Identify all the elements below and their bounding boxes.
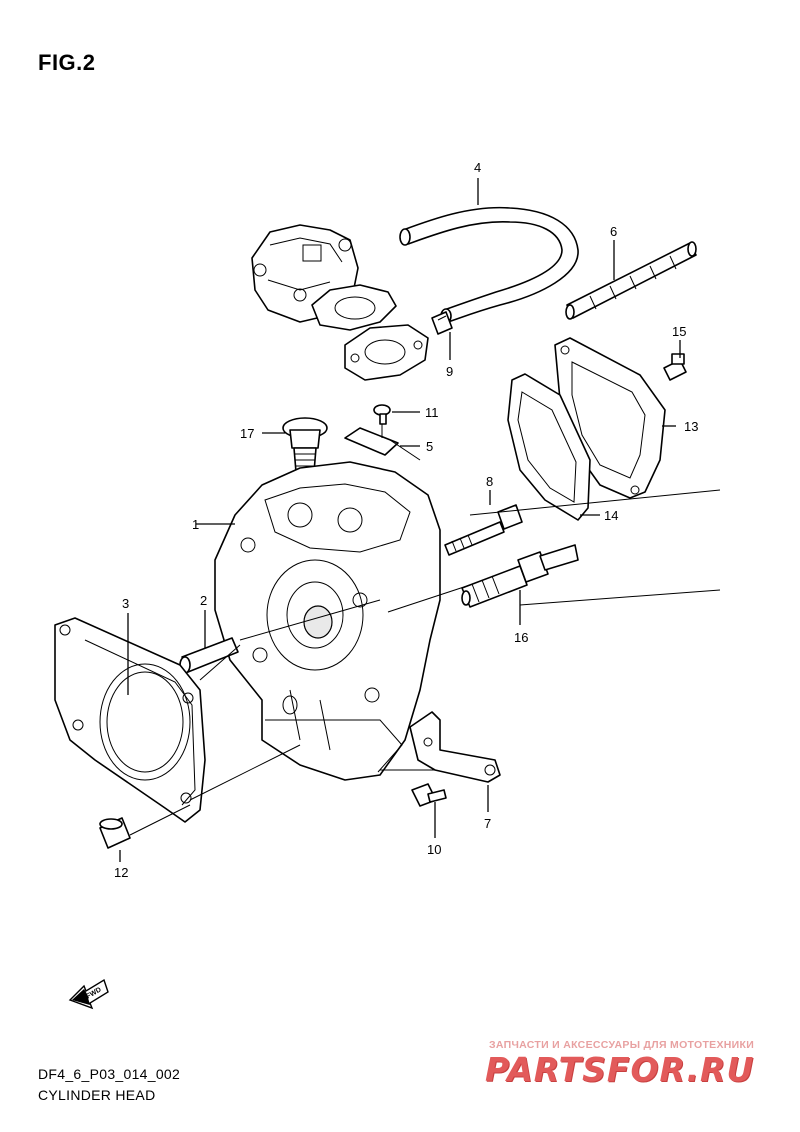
callout-17: 17	[240, 426, 254, 441]
part-plate-5	[344, 427, 399, 456]
callout-16: 16	[514, 630, 528, 645]
callout-15: 15	[672, 324, 686, 339]
callout-7: 7	[484, 816, 491, 831]
callout-11: 11	[425, 405, 439, 420]
callout-5: 5	[426, 439, 433, 454]
forward-arrow-icon: FWD	[68, 978, 109, 1010]
part-bolt-15	[663, 353, 687, 381]
part-head-gasket	[54, 617, 206, 823]
part-spark-plug	[461, 544, 579, 608]
part-screw-11	[373, 404, 391, 425]
part-bracket	[409, 711, 501, 783]
part-cylinder-head	[214, 461, 441, 781]
leader-lines	[119, 178, 681, 862]
part-anode	[565, 241, 697, 320]
callout-10: 10	[427, 842, 441, 857]
callout-2: 2	[200, 593, 207, 608]
diagram-code: DF4_6_P03_014_002	[38, 1066, 181, 1082]
callout-13: 13	[684, 419, 698, 434]
part-bolt-10	[411, 783, 447, 807]
callout-1: 1	[192, 517, 199, 532]
figure-title: FIG.2	[38, 50, 96, 75]
callout-9: 9	[446, 364, 453, 379]
part-hose-clip	[431, 311, 453, 335]
callout-3: 3	[122, 596, 129, 611]
watermark-tagline: ЗАПЧАСТИ И АКСЕССУАРЫ ДЛЯ МОТОТЕХНИКИ	[489, 1039, 755, 1051]
assembly-lines	[129, 424, 721, 836]
part-cover-gasket	[311, 284, 397, 331]
part-stud-8	[444, 504, 523, 556]
part-cover-gasket-14	[507, 373, 591, 521]
part-thermostat	[282, 417, 328, 473]
callout-6: 6	[610, 224, 617, 239]
callout-8: 8	[486, 474, 493, 489]
callouts: 1 2 3 4 5 6 7 8 9 10 11 12 13 14 15 16 1…	[114, 160, 698, 880]
part-bushing	[99, 817, 131, 849]
watermark-logo: PARTSFOR.RU	[485, 1050, 755, 1089]
callout-14: 14	[604, 508, 618, 523]
part-thermostat-gasket	[344, 324, 429, 381]
diagram-name: CYLINDER HEAD	[38, 1087, 156, 1103]
part-dowel-pin	[179, 637, 239, 674]
callout-4: 4	[474, 160, 481, 175]
part-hose	[399, 206, 579, 324]
callout-12: 12	[114, 865, 128, 880]
